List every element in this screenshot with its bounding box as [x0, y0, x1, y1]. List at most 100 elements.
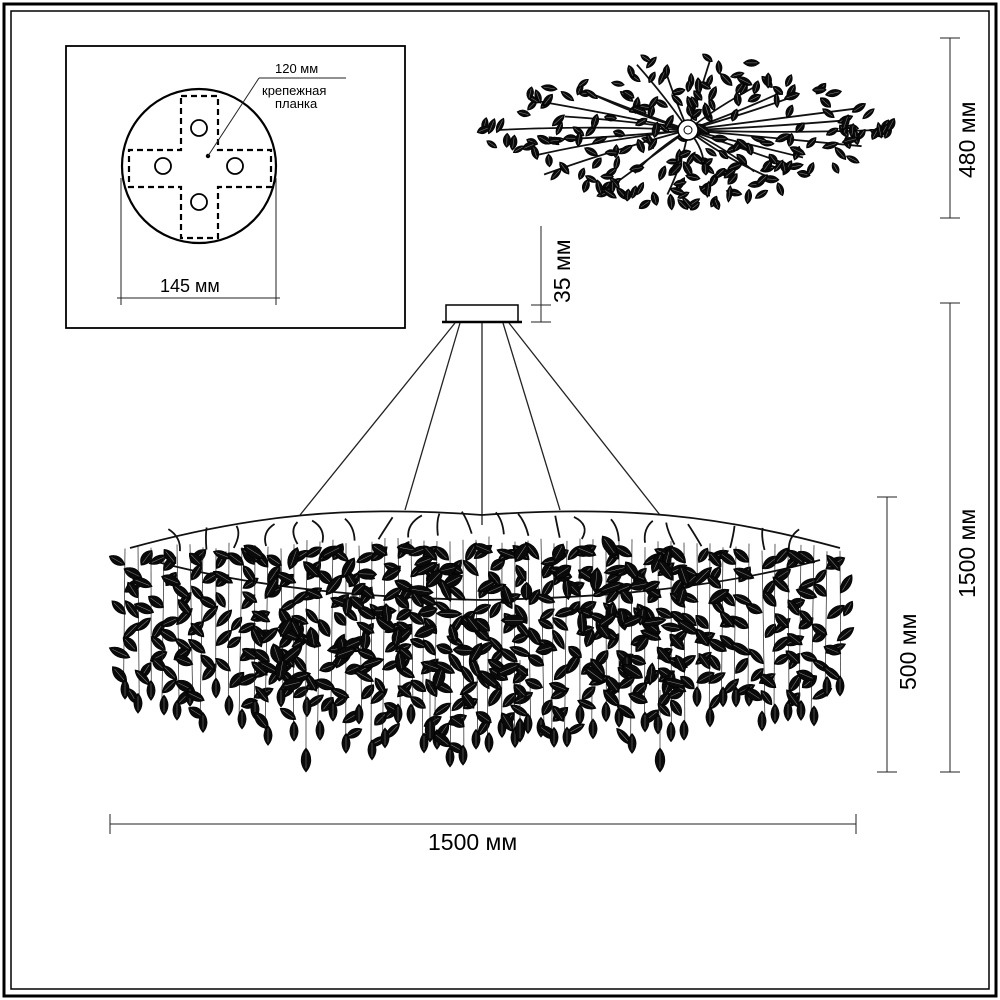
leaf	[521, 141, 536, 151]
leaf	[642, 580, 661, 592]
leaf	[243, 544, 265, 560]
leaf	[305, 588, 323, 600]
leaf	[609, 180, 616, 194]
leaf	[414, 555, 434, 567]
leaf	[198, 712, 208, 733]
leaf	[622, 664, 643, 679]
leaf	[575, 704, 585, 726]
base-diameter-label: 145 мм	[160, 276, 220, 296]
screw-hole-bottom	[190, 193, 208, 211]
strand	[839, 550, 842, 683]
leader-line	[207, 77, 260, 157]
leaf	[279, 618, 293, 637]
leaf	[108, 646, 131, 659]
leaf	[279, 707, 297, 720]
top-twig	[610, 518, 620, 542]
leaf	[601, 535, 618, 557]
leaf	[831, 162, 840, 174]
suspension-wires	[299, 322, 661, 525]
leaf	[735, 82, 744, 94]
leaf	[822, 675, 832, 697]
leaf	[354, 670, 375, 682]
leaf	[471, 728, 481, 750]
leaf	[177, 599, 192, 616]
leaf	[551, 114, 565, 127]
leaf	[423, 545, 437, 561]
leaf	[502, 132, 511, 148]
leaf	[395, 594, 410, 609]
leaf	[886, 117, 896, 132]
leaf	[148, 595, 164, 609]
leaf	[461, 692, 475, 709]
leaf	[563, 134, 579, 143]
leaf	[595, 179, 603, 196]
leaf	[489, 601, 501, 619]
leaf	[263, 724, 273, 746]
strand	[761, 550, 766, 717]
leaf	[396, 543, 417, 555]
leaf	[742, 59, 761, 67]
leaf	[436, 643, 454, 655]
leaf	[281, 645, 303, 663]
strand	[176, 544, 180, 707]
frame-ring-back	[129, 510, 841, 549]
leaf	[289, 720, 299, 742]
leaf	[562, 575, 572, 601]
leaf	[774, 653, 790, 665]
leaf	[679, 719, 689, 741]
leaf	[536, 134, 552, 145]
leaf	[227, 552, 245, 566]
leaf	[502, 583, 513, 606]
leaf	[604, 149, 619, 157]
leaf	[678, 149, 692, 158]
leaf	[699, 81, 711, 90]
leaf	[710, 134, 729, 143]
leaf	[675, 586, 688, 606]
leaf	[629, 164, 645, 173]
strand	[540, 538, 545, 724]
leaf	[704, 180, 712, 198]
body-height-label: 500 мм	[895, 614, 921, 690]
leaf	[690, 96, 699, 108]
leaf	[707, 638, 727, 652]
leaf	[305, 672, 318, 692]
strand	[189, 544, 193, 693]
leaf	[439, 578, 452, 602]
leaf	[705, 706, 715, 728]
leaf	[425, 678, 438, 698]
leaf	[559, 161, 570, 175]
leaf	[162, 679, 177, 694]
leaf	[809, 705, 819, 727]
leaf	[407, 585, 434, 597]
leaf	[823, 644, 842, 656]
leaf	[189, 552, 202, 566]
leaf	[330, 688, 350, 699]
top-twig	[573, 516, 586, 540]
leaf	[654, 747, 666, 773]
leaf	[843, 600, 854, 617]
leaf	[754, 189, 769, 199]
leaf	[349, 596, 365, 610]
leaf	[822, 108, 835, 118]
leaf	[786, 549, 806, 565]
total-height-label: 1500 мм	[954, 509, 980, 598]
leaf	[630, 185, 638, 199]
leaf	[723, 168, 737, 179]
top-twig	[787, 528, 800, 552]
leaf	[190, 622, 205, 638]
leaf	[601, 701, 611, 723]
leaf	[609, 177, 620, 189]
leaf	[682, 612, 697, 627]
leaf	[356, 648, 377, 660]
leaf	[499, 648, 518, 663]
leaf	[445, 746, 455, 768]
leaf	[750, 135, 768, 143]
strand	[747, 543, 750, 693]
leaf	[367, 739, 377, 761]
leaf	[226, 636, 242, 649]
leaf	[462, 559, 479, 577]
canopy-height-label: 35 мм	[549, 239, 575, 303]
leaf	[712, 197, 721, 211]
leaf	[747, 93, 762, 103]
